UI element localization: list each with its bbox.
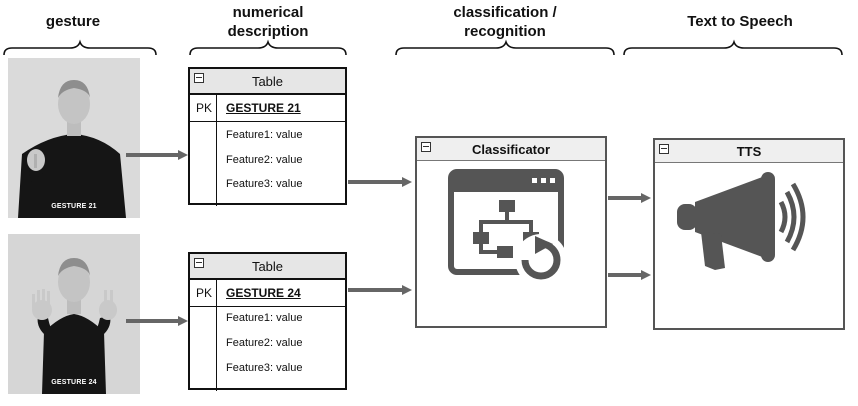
column-divider [216,280,217,306]
megaphone-icon [677,172,806,270]
tts-box: TTS [653,138,845,330]
header-numerical-description: numerical description [198,3,338,41]
table-header: Table [190,69,345,95]
classificator-box: Classificator [415,136,607,328]
person-pointing-image [8,58,140,218]
feature-row: Feature2: value [226,154,303,166]
gesture-photo-caption: GESTURE 24 [51,379,97,386]
table-title: Table [251,74,284,89]
header-gesture: gesture [18,12,128,31]
bracket-tts [623,39,843,56]
header-classification: classification / recognition [420,3,590,41]
feature-table-2: Table PK GESTURE 24 Feature1: value Feat… [188,252,347,391]
column-divider [216,307,217,391]
feature-row: Feature3: value [226,362,303,374]
table-title: Table [251,259,284,274]
header-gesture-text: gesture [45,13,101,30]
bracket-numerical [189,39,347,56]
bracket-classification [395,39,615,56]
pk-label: PK [196,101,213,115]
classificator-title: Classificator [471,142,551,157]
classifier-window-icon [448,169,567,286]
header-classification-line2: recognition [464,23,546,40]
collapse-icon[interactable] [421,142,431,152]
feature-table-1: Table PK GESTURE 21 Feature1: value Feat… [188,67,347,206]
header-tts: Text to Speech [650,12,830,31]
column-divider [216,122,217,206]
collapse-icon[interactable] [194,73,204,83]
box-header: TTS [655,140,843,163]
header-numerical-line1: numerical [232,4,304,21]
tts-title: TTS [736,144,762,159]
table-body: Feature1: value Feature2: value Feature3… [190,307,345,391]
collapse-icon[interactable] [659,144,669,154]
feature-row: Feature1: value [226,129,303,141]
feature-row: Feature1: value [226,312,303,324]
gesture-photo-24: GESTURE 24 [8,234,140,394]
gesture-photo-caption: GESTURE 21 [51,203,97,210]
table-pk-row: PK GESTURE 24 [190,280,345,307]
table-body: Feature1: value Feature2: value Feature3… [190,122,345,206]
table-header: Table [190,254,345,280]
bracket-gesture [3,39,157,56]
feature-row: Feature2: value [226,337,303,349]
header-brackets [3,39,843,56]
flow-arrows [126,150,651,326]
header-tts-text: Text to Speech [687,13,793,30]
table-pk-row: PK GESTURE 21 [190,95,345,122]
column-divider [216,95,217,121]
gesture-name: GESTURE 24 [226,286,301,300]
box-header: Classificator [417,138,605,161]
feature-row: Feature3: value [226,178,303,190]
gesture-name: GESTURE 21 [226,101,301,115]
person-hands-raised-image [8,234,140,394]
header-classification-line1: classification / [453,4,557,21]
header-numerical-line2: description [227,23,309,40]
pk-label: PK [196,286,213,300]
collapse-icon[interactable] [194,258,204,268]
gesture-photo-21: GESTURE 21 [8,58,140,218]
